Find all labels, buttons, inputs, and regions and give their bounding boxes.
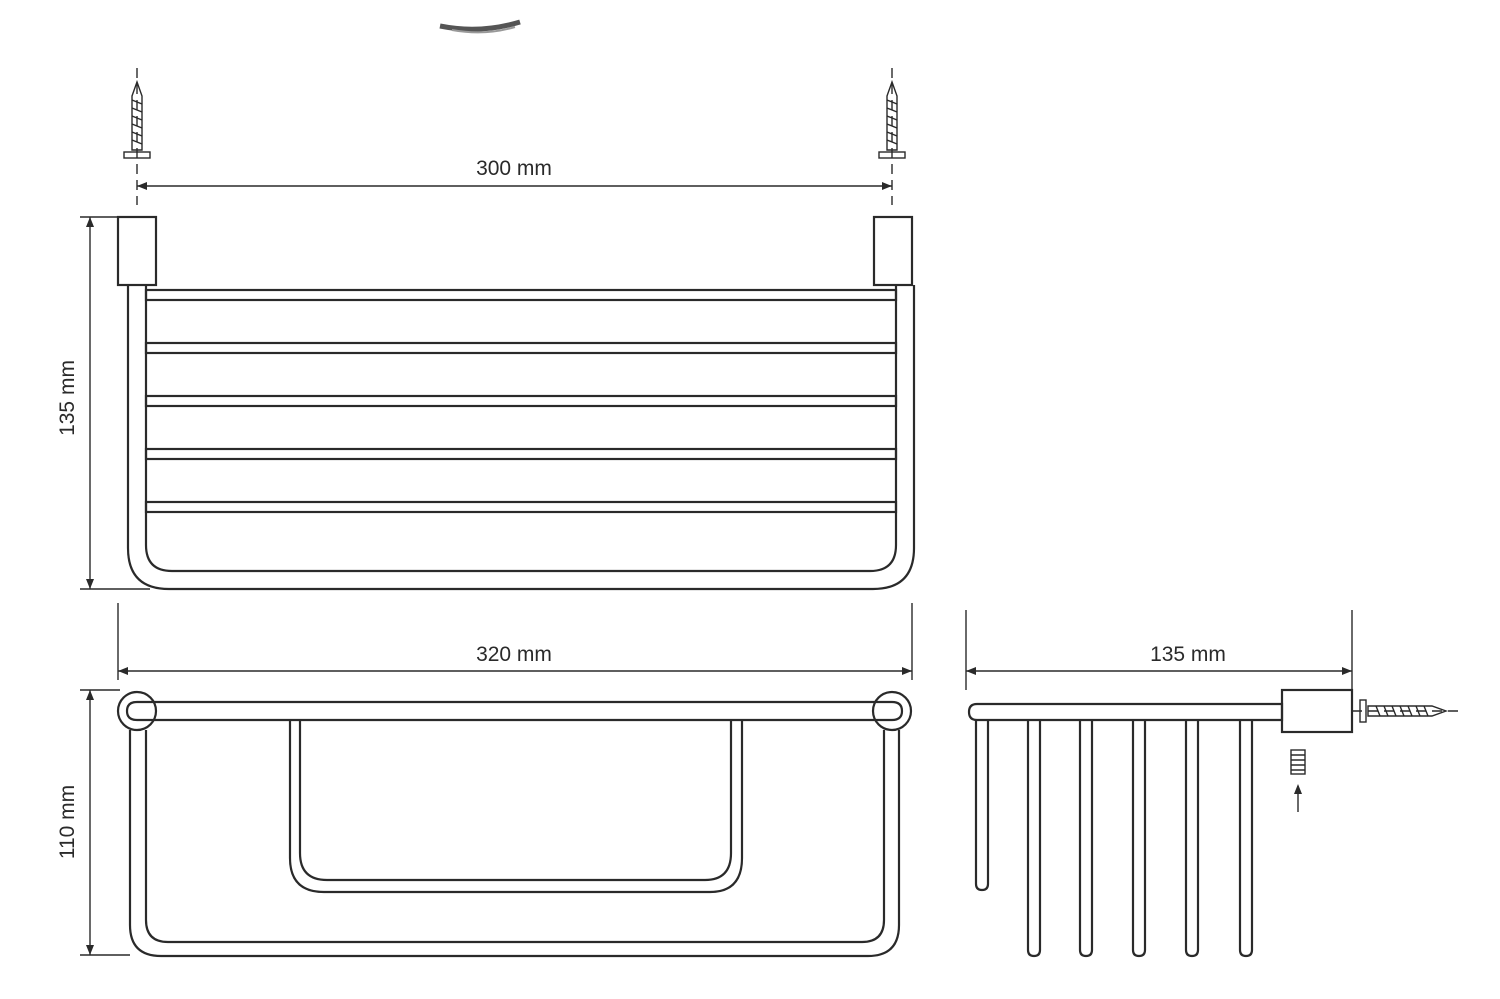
front-view: 320 mm 110 mm: [56, 603, 913, 958]
dimension-110-vertical: 110 mm: [56, 689, 130, 956]
side-top-rail: [967, 702, 1284, 722]
front-frame-outer: [128, 730, 901, 958]
front-inner-loop: [288, 720, 744, 894]
wall-screw-right-icon: [878, 68, 906, 205]
wall-screw-left-icon: [123, 68, 151, 205]
side-wall-screw-icon: [1352, 699, 1462, 723]
set-screw-icon: [1290, 749, 1306, 812]
top-view: 300 mm 135 mm: [56, 68, 916, 591]
dimension-label-300: 300 mm: [476, 157, 552, 180]
dimension-label-110-vertical: 110 mm: [56, 785, 79, 859]
dimension-135-side: 135 mm: [965, 610, 1353, 690]
dimension-135-vertical: 135 mm: [56, 216, 150, 590]
front-inner-loop-inner: [298, 720, 733, 882]
wall-bracket-right: [872, 215, 914, 287]
rack-slats: [144, 288, 898, 514]
rack-frame-inner: [144, 285, 898, 573]
dimension-300: 300 mm: [137, 157, 892, 190]
dimension-320: 320 mm: [117, 603, 913, 680]
side-wall-bracket: [1280, 688, 1354, 734]
dimension-label-135-side: 135 mm: [1150, 643, 1226, 666]
dimension-label-320: 320 mm: [476, 643, 552, 666]
cropped-product-fragment: [439, 19, 521, 34]
side-view: 135 mm: [965, 610, 1462, 958]
dimension-label-135-vertical: 135 mm: [56, 360, 79, 436]
front-frame-inner: [144, 730, 886, 944]
wall-bracket-left: [116, 215, 158, 287]
rack-frame-outer: [126, 285, 916, 591]
side-prongs: [974, 720, 1254, 958]
front-top-rail: [116, 690, 913, 732]
